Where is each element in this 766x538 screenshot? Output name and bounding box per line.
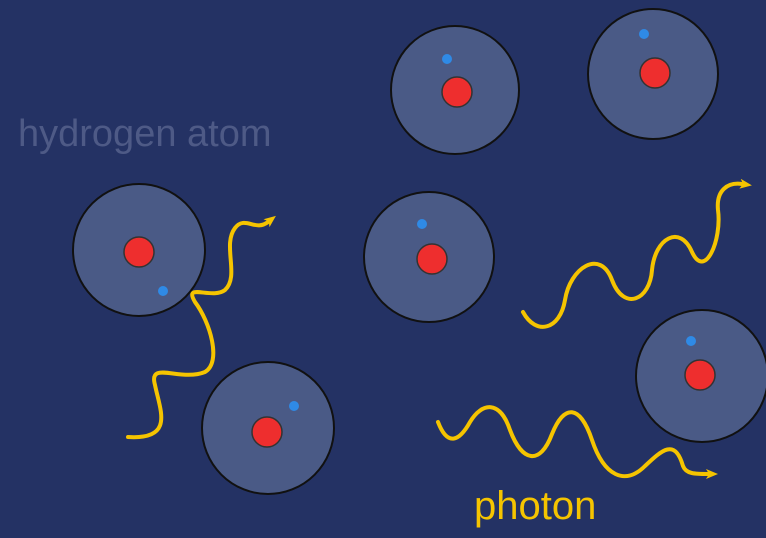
photon-label: photon (474, 484, 597, 528)
hydrogen-atom (635, 309, 766, 443)
electron (289, 401, 299, 411)
electron (639, 29, 649, 39)
nucleus (251, 416, 283, 448)
hydrogen-atom (363, 191, 495, 323)
nucleus (441, 76, 473, 108)
nucleus (416, 243, 448, 275)
photon-wave (436, 405, 718, 479)
hydrogen-atom-label: hydrogen atom (18, 113, 272, 155)
hydrogen-atom (201, 361, 335, 495)
nucleus (639, 57, 671, 89)
hydrogen-atom (72, 183, 206, 317)
nucleus (123, 236, 155, 268)
electron (417, 219, 427, 229)
photon-wave (521, 178, 752, 329)
electron (686, 336, 696, 346)
electron (442, 54, 452, 64)
hydrogen-atom (587, 8, 719, 140)
hydrogen-atom (390, 25, 520, 155)
electron (158, 286, 168, 296)
photon-wave (126, 215, 276, 440)
nucleus (684, 359, 716, 391)
